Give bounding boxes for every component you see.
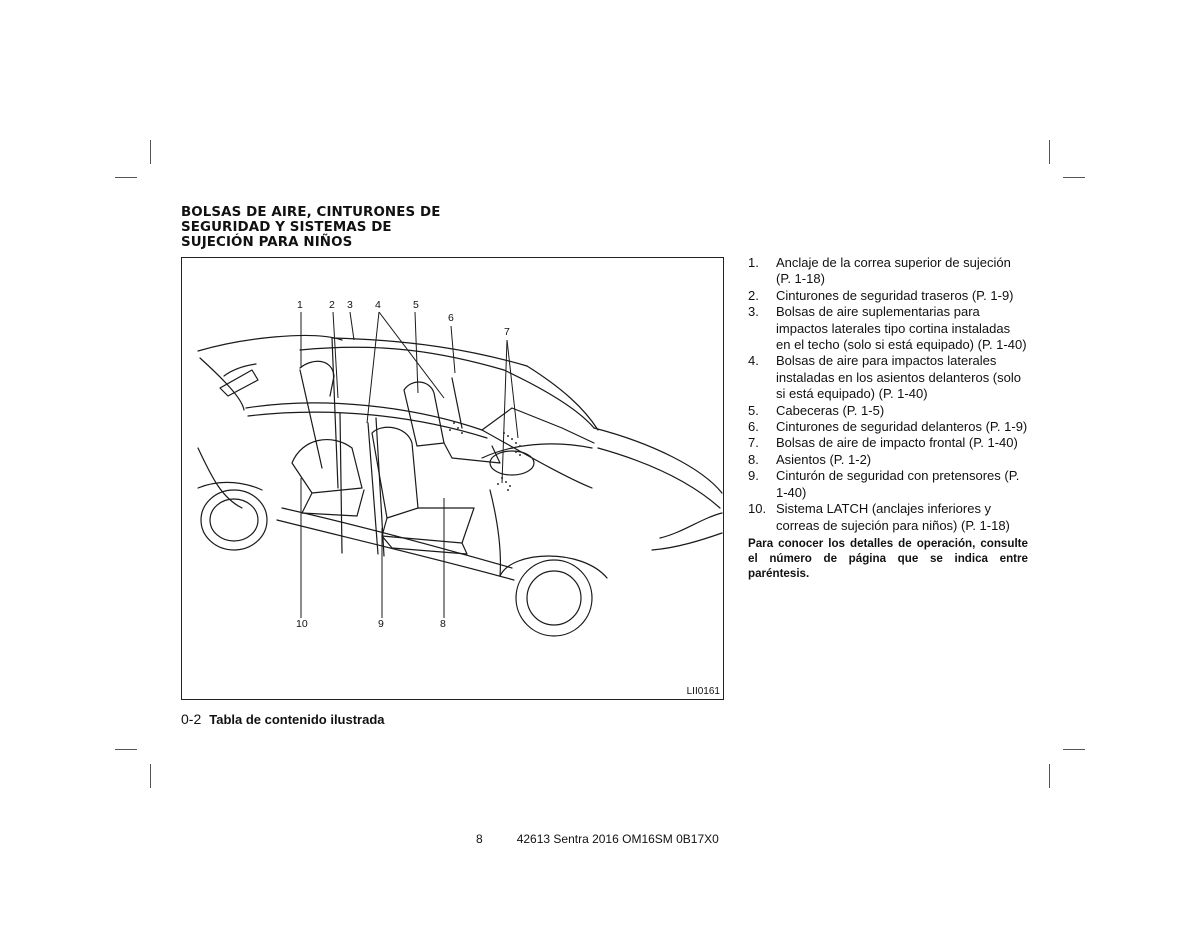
legend-number: 6.	[748, 419, 759, 435]
legend-text: Bolsas de aire de impacto frontal (P. 1-…	[776, 435, 1018, 451]
page-number: 0-2	[181, 711, 202, 727]
crop-mark	[115, 749, 137, 750]
legend-text: Anclaje de la correa superior de sujeció…	[776, 255, 1011, 287]
car-cutaway-drawing	[197, 311, 723, 637]
callout-label: 3	[347, 299, 353, 311]
figure-code: LII0161	[686, 686, 720, 697]
page-index: 8	[476, 832, 483, 846]
legend-text: Cabeceras (P. 1-5)	[776, 402, 885, 418]
crop-mark	[1049, 140, 1050, 164]
legend-item: 4. Bolsas de aire para impactos laterale…	[748, 353, 1028, 402]
car-safety-illustration: 1 2 3 4 5 6 7 10 9 8 LII0161	[181, 257, 724, 700]
legend-item: 2. Cinturones de seguridad traseros (P. …	[748, 288, 1028, 304]
legend-number: 3.	[748, 304, 759, 320]
legend-text: Sistema LATCH (anclajes inferiores y cor…	[776, 501, 1010, 533]
legend-text: Bolsas de aire para impactos laterales i…	[776, 353, 1021, 402]
legend-note: Para conocer los detalles de operación, …	[748, 536, 1028, 580]
page-footer: 0-2 Tabla de contenido ilustrada	[181, 711, 385, 727]
legend-text: Cinturón de seguridad con pretensores (P…	[776, 468, 1020, 500]
legend-text: Asientos (P. 1-2)	[776, 451, 872, 467]
crop-mark	[150, 140, 151, 164]
legend-number: 1.	[748, 255, 759, 270]
legend-item: 5. Cabeceras (P. 1-5)	[748, 403, 1028, 419]
callout-label: 8	[440, 618, 446, 630]
legend-item: 1. Anclaje de la correa superior de suje…	[748, 255, 1028, 288]
section-title: BOLSAS DE AIRE, CINTURONES DE SEGURIDAD …	[181, 205, 451, 250]
crop-mark	[1063, 749, 1085, 750]
legend-list: 1. Anclaje de la correa superior de suje…	[748, 255, 1028, 581]
section-title-line: SUJECIÓN PARA NIÑOS	[181, 235, 353, 250]
crop-mark	[1049, 764, 1050, 788]
legend-text: Cinturones de seguridad traseros (P. 1-9…	[776, 287, 1014, 303]
crop-mark	[150, 764, 151, 788]
legend-number: 10.	[748, 501, 767, 517]
section-title-line: BOLSAS DE AIRE, CINTURONES DE	[181, 205, 441, 220]
legend-number: 2.	[748, 287, 759, 303]
callout-label: 10	[296, 618, 308, 630]
legend-item: 7. Bolsas de aire de impacto frontal (P.…	[748, 435, 1028, 451]
document-code: 42613 Sentra 2016 OM16SM 0B17X0	[516, 832, 719, 846]
callout-label: 2	[329, 299, 335, 311]
legend-item: 10. Sistema LATCH (anclajes inferiores y…	[748, 501, 1028, 534]
callout-label: 6	[448, 312, 454, 324]
legend-number: 5.	[748, 402, 759, 418]
callout-label: 5	[413, 299, 419, 311]
legend-item: 6. Cinturones de seguridad delanteros (P…	[748, 419, 1028, 435]
print-info: 8 42613 Sentra 2016 OM16SM 0B17X0	[476, 832, 719, 846]
crop-mark	[115, 177, 137, 178]
callout-label: 7	[504, 326, 510, 338]
callout-label: 9	[378, 618, 384, 630]
legend-item: 8. Asientos (P. 1-2)	[748, 452, 1028, 468]
legend-number: 9.	[748, 468, 759, 484]
legend-item: 3. Bolsas de aire suplementarias para im…	[748, 304, 1028, 353]
legend-number: 8.	[748, 451, 759, 467]
footer-title: Tabla de contenido ilustrada	[209, 712, 385, 727]
callout-label: 4	[375, 299, 381, 311]
legend-number: 4.	[748, 353, 759, 369]
legend-text: Bolsas de aire suplementarias para impac…	[776, 304, 1027, 353]
crop-mark	[1063, 177, 1085, 178]
legend-item: 9. Cinturón de seguridad con pretensores…	[748, 468, 1028, 501]
legend-text: Cinturones de seguridad delanteros (P. 1…	[776, 419, 1028, 435]
legend-number: 7.	[748, 435, 759, 451]
callout-label: 1	[297, 299, 303, 311]
section-title-line: SEGURIDAD Y SISTEMAS DE	[181, 220, 392, 235]
